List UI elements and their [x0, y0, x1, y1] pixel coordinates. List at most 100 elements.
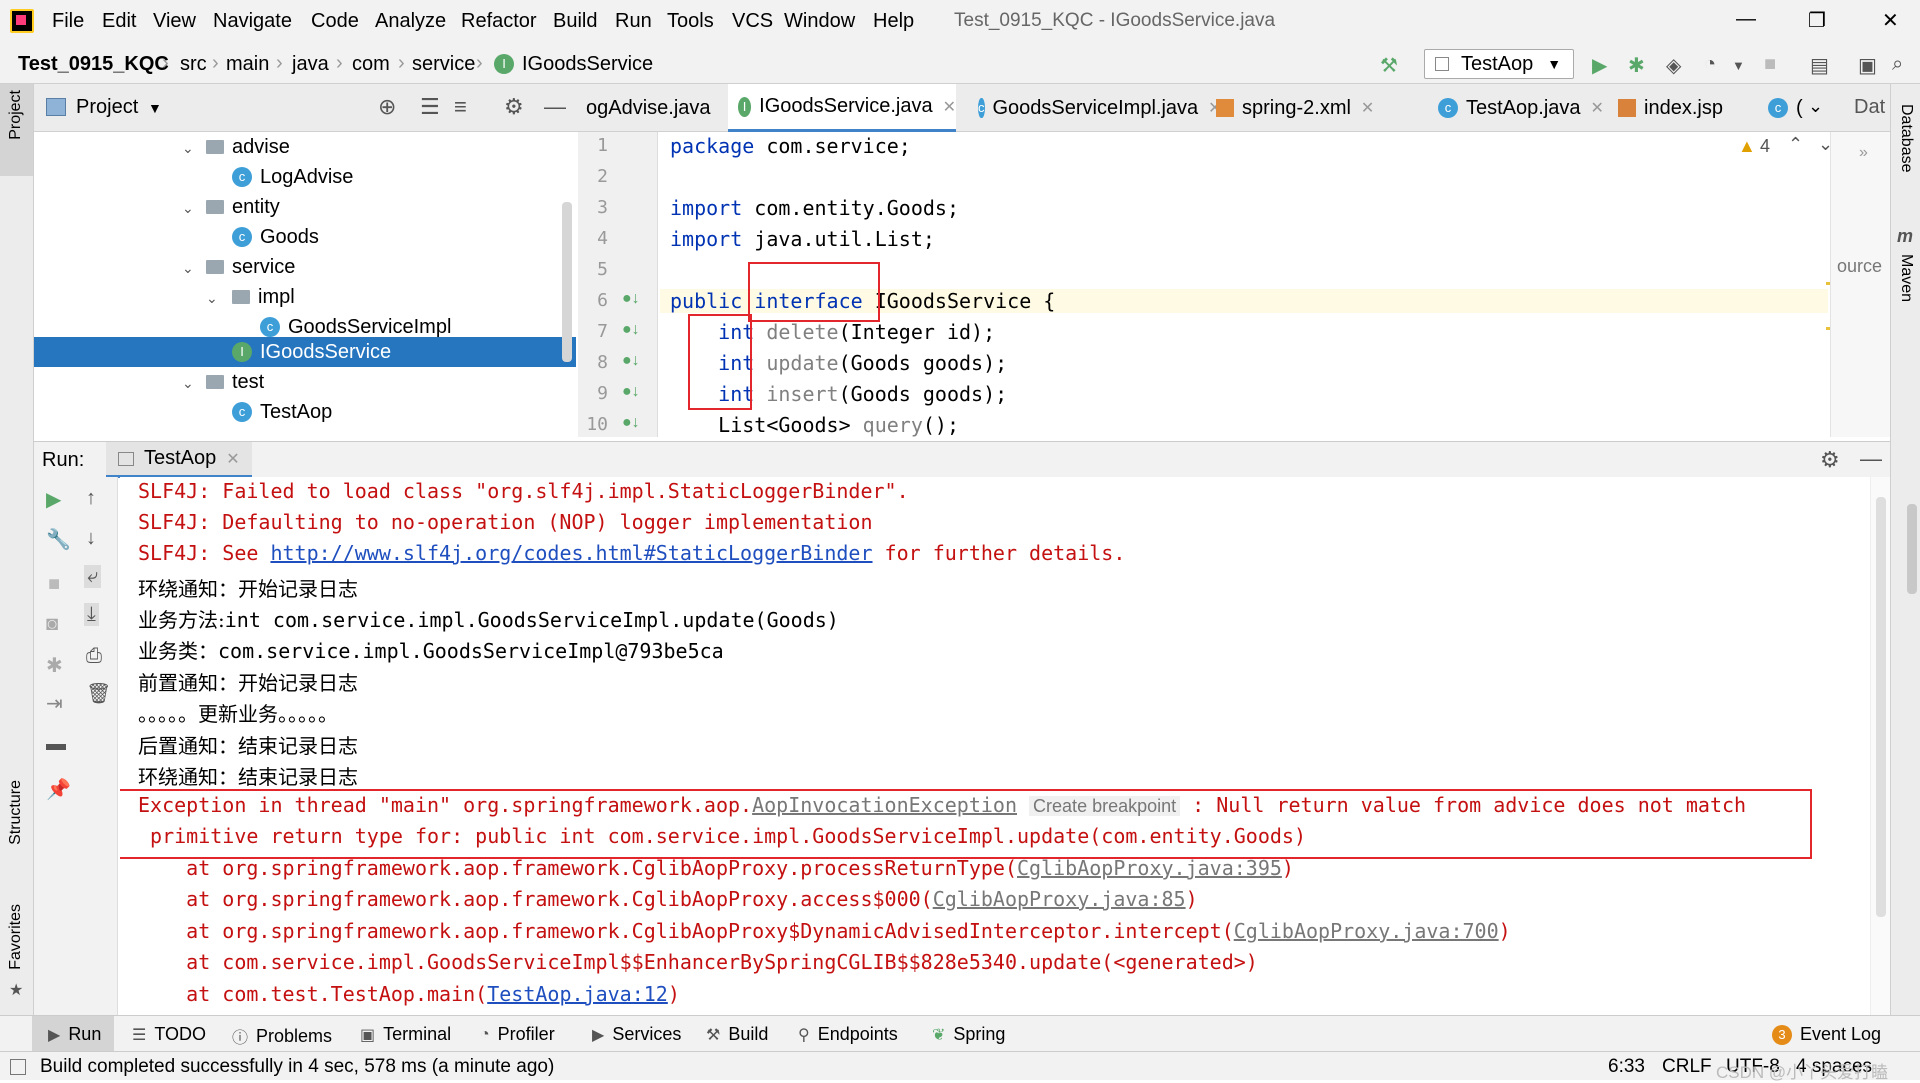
warning-icon[interactable]: ▲	[1738, 136, 1756, 156]
tab-index-jsp[interactable]: index.jsp	[1608, 84, 1732, 132]
console-link[interactable]: http://www.slf4j.org/codes.html#StaticLo…	[270, 541, 873, 565]
breadcrumb-service[interactable]: service	[412, 53, 476, 75]
menu-edit[interactable]: Edit	[102, 10, 137, 32]
pin-icon[interactable]: 📌	[46, 779, 71, 801]
stack-link[interactable]: CglibAopProxy.java:700	[1233, 919, 1499, 943]
structure-tool-label[interactable]: Structure	[7, 780, 24, 845]
tool-profiler[interactable]: ◔Profiler	[480, 1024, 555, 1045]
close-tab-icon[interactable]: ✕	[226, 450, 240, 468]
caret-position[interactable]: 6:33	[1608, 1056, 1645, 1077]
menu-refactor[interactable]: Refactor	[461, 10, 537, 32]
breadcrumb-java[interactable]: java	[292, 53, 329, 75]
right-panel-label[interactable]: Dat	[1854, 96, 1886, 118]
layout-icon[interactable]: ▬	[46, 733, 66, 755]
menu-run[interactable]: Run	[615, 10, 652, 32]
menu-help[interactable]: Help	[873, 10, 915, 32]
stop-icon[interactable]: ■	[1764, 53, 1777, 75]
profile-icon[interactable]: ◔	[1704, 53, 1717, 75]
code-editor[interactable]: package com.service; import com.entity.G…	[660, 132, 1834, 437]
wrench-icon[interactable]: 🔧	[46, 529, 71, 551]
gear-icon[interactable]: ⚙	[1820, 447, 1840, 472]
soft-wrap-icon[interactable]: ⤶	[84, 565, 102, 588]
tool-terminal[interactable]: ▣Terminal	[360, 1024, 451, 1045]
tool-todo[interactable]: ☰TODO	[132, 1024, 206, 1045]
gear-icon[interactable]: ⚙	[504, 94, 524, 119]
hide-icon[interactable]: —	[544, 94, 566, 119]
tab-overflow[interactable]: c(	[1758, 84, 1804, 132]
tool-spring[interactable]: ❦Spring	[932, 1024, 1005, 1045]
tree-scrollbar[interactable]	[562, 202, 572, 362]
stack-link[interactable]: TestAop.java:12	[487, 982, 668, 1006]
status-message[interactable]: Build completed successfully in 4 sec, 5…	[40, 1056, 555, 1077]
implemented-gutter-icon[interactable]: ●↓	[622, 290, 640, 307]
tree-item-service[interactable]: service	[206, 252, 556, 282]
tree-item-advise[interactable]: advise	[206, 132, 556, 162]
error-stripe-marker[interactable]	[1826, 282, 1830, 330]
implemented-gutter-icon[interactable]: ●↓	[622, 383, 640, 400]
maven-tool-label[interactable]: Maven	[1898, 254, 1915, 303]
tree-item-impl[interactable]: impl	[232, 282, 552, 312]
tree-item-entity[interactable]: entity	[206, 192, 556, 222]
run-configuration-selector[interactable]: TestAop ▼	[1424, 49, 1574, 79]
stack-link[interactable]: CglibAopProxy.java:85	[932, 887, 1186, 911]
implemented-gutter-icon[interactable]: ●↓	[622, 352, 640, 369]
chevron-down-icon[interactable]: ⌄	[182, 140, 194, 156]
layout-icon[interactable]: ▣	[1858, 55, 1877, 77]
chevron-down-icon[interactable]: ⌄	[182, 260, 194, 276]
exception-link[interactable]: AopInvocationException	[752, 793, 1017, 817]
chevron-down-icon[interactable]: ▼	[1732, 58, 1745, 73]
locate-icon[interactable]: ⊕	[378, 94, 397, 119]
minimize-icon[interactable]: —	[1736, 8, 1756, 30]
tool-build[interactable]: ⚒Build	[706, 1024, 768, 1045]
implemented-gutter-icon[interactable]: ●↓	[622, 414, 640, 431]
console-output[interactable]: SLF4J: Failed to load class "org.slf4j.i…	[120, 477, 1870, 1015]
arrow-down-icon[interactable]: ↓	[86, 527, 96, 549]
breadcrumb-com[interactable]: com	[352, 53, 390, 75]
maximize-icon[interactable]: ❐	[1808, 10, 1826, 32]
menu-code[interactable]: Code	[311, 10, 359, 32]
warning-count[interactable]: 4	[1760, 136, 1771, 156]
stack-link[interactable]: CglibAopProxy.java:395	[1017, 856, 1282, 880]
chevron-down-icon[interactable]: ⌄	[1818, 134, 1834, 154]
menu-tools[interactable]: Tools	[667, 10, 714, 32]
breadcrumb-igoodsservice[interactable]: IGoodsService	[522, 53, 654, 75]
stop-icon[interactable]: ■	[48, 573, 61, 595]
menu-analyze[interactable]: Analyze	[375, 10, 447, 32]
close-icon[interactable]: ✕	[1882, 10, 1899, 32]
breadcrumb-project[interactable]: Test_0915_KQC	[18, 53, 169, 75]
menu-build[interactable]: Build	[553, 10, 598, 32]
implemented-gutter-icon[interactable]: ●↓	[622, 321, 640, 338]
tab-spring-xml[interactable]: spring-2.xml✕	[1206, 84, 1376, 132]
menu-vcs[interactable]: VCS	[732, 10, 774, 32]
run-icon[interactable]: ▶	[1592, 55, 1608, 77]
project-structure-icon[interactable]: ▤	[1810, 55, 1829, 77]
exit-icon[interactable]: ⇥	[46, 693, 63, 715]
rerun-icon[interactable]: ▶	[46, 489, 62, 511]
line-separator[interactable]: CRLF	[1662, 1056, 1712, 1077]
project-tool-button[interactable]: Project	[0, 84, 33, 176]
console-scrollbar[interactable]	[1907, 504, 1917, 594]
console-scroll-track[interactable]	[1870, 477, 1890, 1015]
console-scroll-thumb[interactable]	[1876, 497, 1886, 917]
breadcrumb-main[interactable]: main	[226, 53, 270, 75]
coverage-icon[interactable]: ◈	[1666, 55, 1682, 77]
debug-icon[interactable]: ✱	[46, 655, 63, 677]
tool-run[interactable]: ▶Run	[48, 1024, 101, 1045]
collapse-all-icon[interactable]: ≡	[454, 94, 467, 119]
tool-endpoints[interactable]: ⚲Endpoints	[798, 1024, 898, 1045]
search-icon[interactable]: ⌕	[1892, 53, 1904, 75]
camera-icon[interactable]: ◙	[46, 613, 59, 635]
chevron-up-icon[interactable]: ⌃	[1788, 134, 1804, 154]
database-tool-label[interactable]: Database	[1898, 104, 1915, 173]
chevron-down-icon[interactable]: ⌄	[206, 290, 218, 306]
close-tab-icon[interactable]: ✕	[942, 98, 956, 116]
menu-window[interactable]: Window	[784, 10, 856, 32]
chevron-down-icon[interactable]: ⌄	[182, 375, 194, 391]
